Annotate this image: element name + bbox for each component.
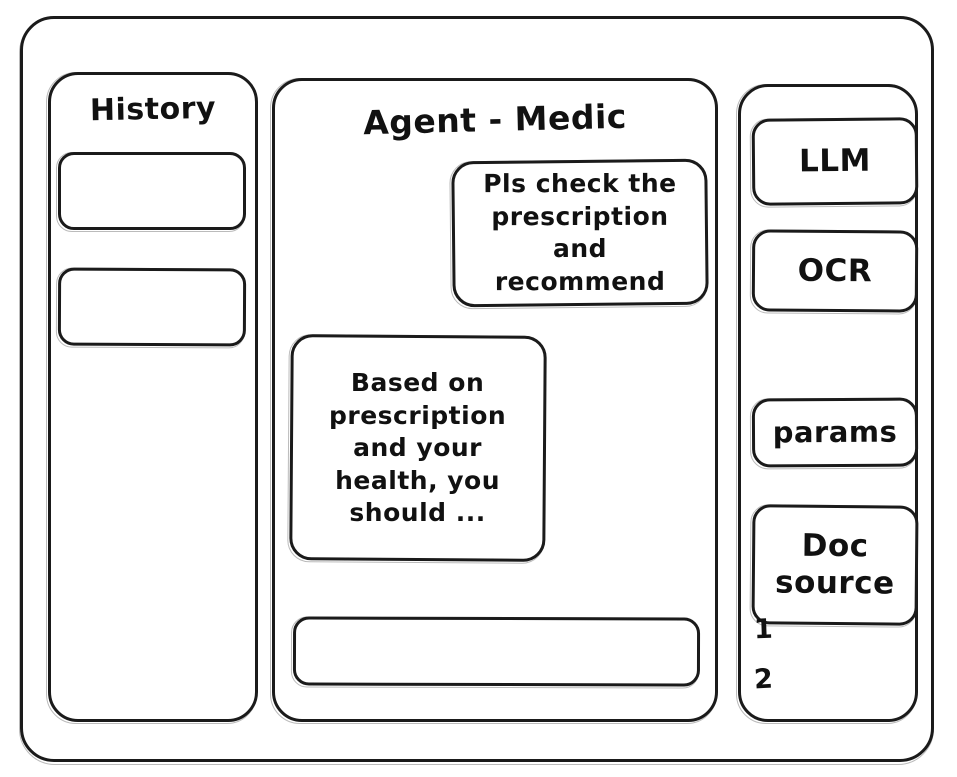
user-message-bubble: Pls check the prescription and recommend [451,158,709,308]
assistant-message-text: Based on prescription and your health, y… [329,367,507,527]
tool-button-ocr-label: OCR [797,252,873,289]
assistant-message-bubble: Based on prescription and your health, y… [289,334,547,562]
tool-button-llm[interactable]: LLM [751,117,919,206]
tool-button-params-label: params [772,415,898,450]
tool-button-ocr[interactable]: OCR [751,229,919,313]
history-panel-title: History [89,90,217,129]
doc-source-entry[interactable]: 1 [753,613,774,646]
tool-button-params[interactable]: params [751,397,919,468]
tool-button-doc-source-label: Doc source [774,528,895,602]
history-list-item[interactable] [57,267,247,347]
user-message-text: Pls check the prescription and recommend [483,168,677,296]
tool-button-doc-source[interactable]: Doc source [751,504,919,626]
history-list-item[interactable] [56,152,246,232]
doc-source-entry[interactable]: 2 [753,663,775,696]
tool-button-llm-label: LLM [798,142,872,180]
message-composer-input[interactable] [292,616,701,687]
